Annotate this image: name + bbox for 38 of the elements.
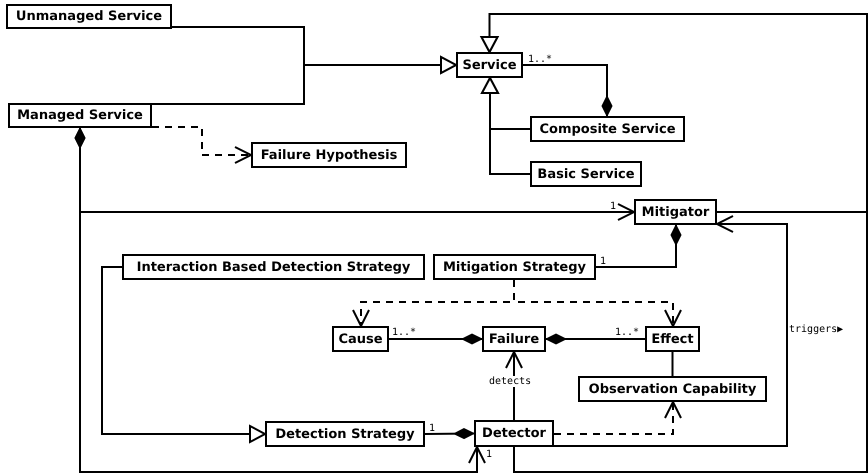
multiplicity-label: 1..* bbox=[615, 327, 640, 338]
multiplicity-label: 1 bbox=[610, 201, 616, 212]
class-box: Mitigation Strategy bbox=[433, 254, 596, 280]
class-box: Mitigator bbox=[634, 199, 717, 225]
class-box: Detector bbox=[474, 420, 554, 447]
multiplicity-label: 1 bbox=[486, 449, 492, 460]
composition-line bbox=[546, 334, 645, 344]
edge-label: detects bbox=[489, 376, 532, 387]
class-box: Failure Hypothesis bbox=[251, 142, 407, 168]
class-box: Detection Strategy bbox=[265, 421, 425, 447]
generalization-arrow bbox=[152, 56, 457, 105]
edge-label: triggers▶ bbox=[789, 324, 844, 335]
multiplicity-label: 1 bbox=[600, 256, 606, 267]
class-box: Managed Service bbox=[8, 103, 152, 128]
generalization-arrow bbox=[101, 266, 266, 443]
association-line bbox=[672, 352, 674, 376]
multiplicity-label: 1..* bbox=[528, 54, 552, 65]
composition-line bbox=[424, 428, 474, 440]
composition-line bbox=[596, 224, 682, 268]
multiplicity-label: 1 bbox=[429, 423, 436, 434]
dependency-arrow bbox=[513, 280, 682, 327]
class-box: Effect bbox=[645, 326, 700, 352]
dependency-arrow bbox=[152, 126, 252, 164]
class-box: Unmanaged Service bbox=[6, 4, 172, 29]
generalization-arrow bbox=[481, 77, 530, 175]
composition-line bbox=[389, 334, 482, 344]
dependency-arrow bbox=[554, 401, 682, 435]
class-box: Failure bbox=[482, 326, 546, 352]
multiplicity-label: 1..* bbox=[392, 327, 416, 338]
composition-line bbox=[523, 64, 612, 116]
composition-arrow bbox=[74, 128, 486, 473]
class-box: Basic Service bbox=[530, 161, 642, 187]
association-arrow bbox=[554, 215, 788, 447]
class-box: Observation Capability bbox=[578, 376, 767, 402]
class-box: Interaction Based Detection Strategy bbox=[122, 254, 425, 280]
class-box: Cause bbox=[332, 326, 389, 352]
class-box: Composite Service bbox=[530, 116, 685, 142]
class-box: Service bbox=[456, 52, 523, 78]
